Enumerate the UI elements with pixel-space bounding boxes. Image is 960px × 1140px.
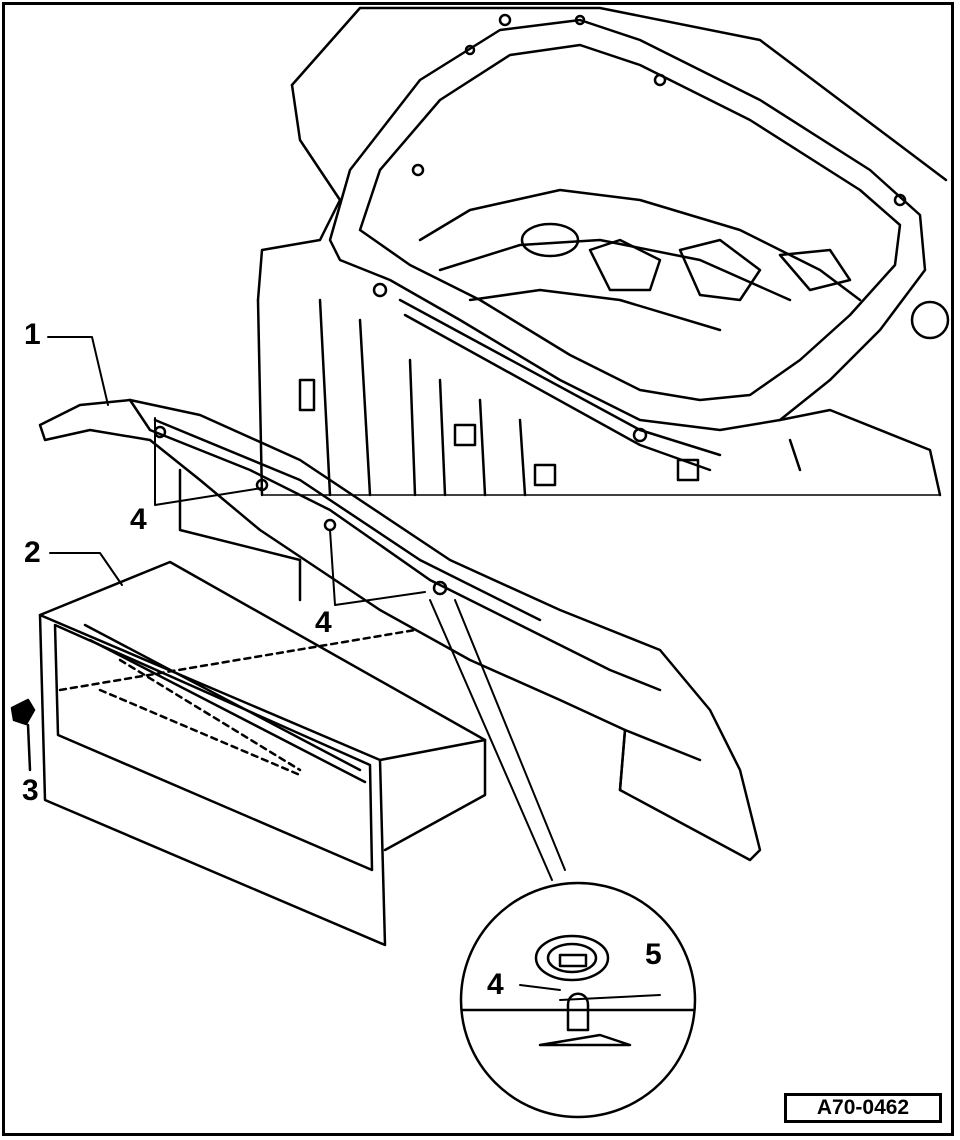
- leader-lines: [47, 336, 661, 1001]
- callout-part-4-detail: 4: [487, 968, 504, 1001]
- figure-id-label: A70-0462: [784, 1093, 942, 1123]
- callout-part-4-center: 4: [315, 606, 332, 639]
- callout-part-3: 3: [22, 774, 39, 807]
- vehicle-rear-body: [256, 6, 950, 497]
- part-2-storage-box: [38, 560, 487, 947]
- part-3-fastener: [10, 698, 36, 772]
- callout-part-5: 5: [645, 938, 662, 971]
- part-1-cross-member: [38, 398, 762, 862]
- detail-inset: [459, 881, 697, 1119]
- callout-part-4-left: 4: [130, 503, 147, 536]
- callout-part-2: 2: [24, 536, 41, 569]
- callout-part-1: 1: [24, 318, 41, 351]
